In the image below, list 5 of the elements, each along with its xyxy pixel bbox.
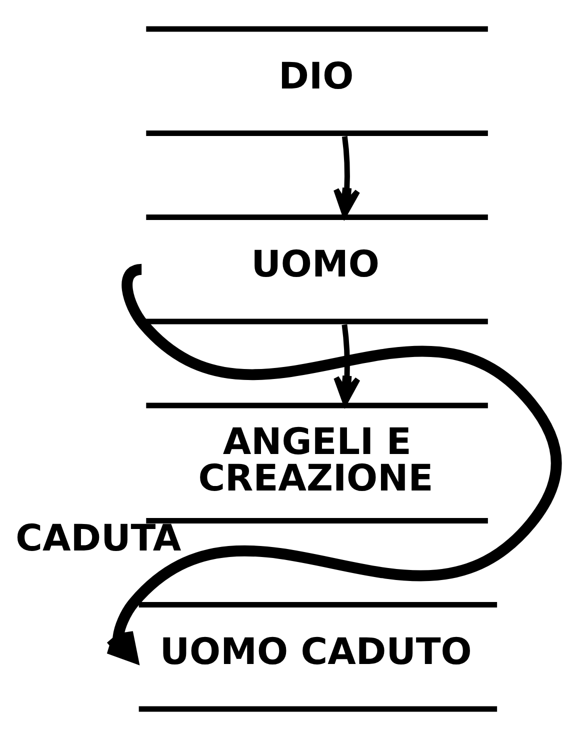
node-text: UOMO CADUTO — [160, 630, 472, 674]
node-text: DIO — [278, 54, 354, 98]
edge-label: CADUTA — [16, 516, 182, 560]
node-text: UOMO — [251, 242, 380, 286]
node-text: ANGELI E CREAZIONE — [198, 420, 434, 500]
